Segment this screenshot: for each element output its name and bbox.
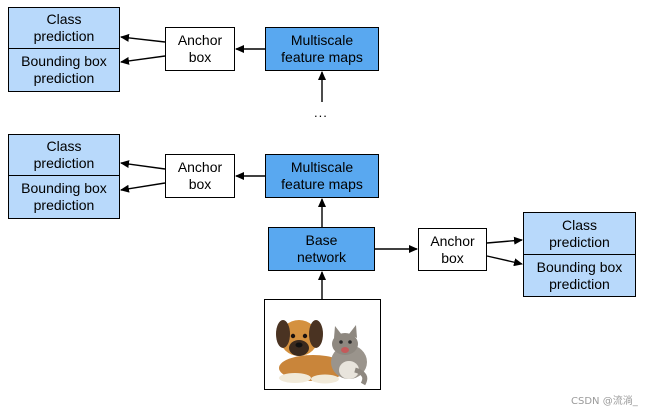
- watermark: CSDN @流淌_: [571, 396, 638, 407]
- base-network-box: Base network: [268, 227, 375, 271]
- class-prediction-box-mid: Class prediction: [8, 134, 120, 176]
- arrow-anchor-to-bbox-right: [486, 255, 523, 267]
- multiscale-feature-maps-top: Multiscale feature maps: [265, 27, 379, 71]
- bbox-prediction-box-mid: Bounding box prediction: [8, 175, 120, 219]
- bbox-prediction-box-top: Bounding box prediction: [8, 48, 120, 92]
- anchor-box-mid: Anchor box: [165, 154, 235, 198]
- class-prediction-box-right: Class prediction: [523, 212, 636, 255]
- dog-and-cat-illustration: [276, 320, 368, 386]
- arrow-anchor-to-class-mid: [120, 160, 166, 170]
- bbox-prediction-box-right: Bounding box prediction: [523, 254, 636, 297]
- multiscale-feature-maps-mid: Multiscale feature maps: [265, 154, 379, 198]
- arrow-anchor-to-bbox-top: [120, 55, 166, 65]
- anchor-box-right: Anchor box: [418, 228, 487, 271]
- arrow-anchor-to-bbox-mid: [120, 182, 166, 193]
- ellipsis: ...: [314, 105, 328, 120]
- arrow-anchor-to-class-top: [120, 33, 166, 43]
- arrow-anchor-to-class-right: [486, 236, 523, 245]
- class-prediction-box-top: Class prediction: [8, 7, 120, 49]
- input-image-dog-and-cat: [264, 299, 381, 390]
- anchor-box-top: Anchor box: [165, 27, 235, 71]
